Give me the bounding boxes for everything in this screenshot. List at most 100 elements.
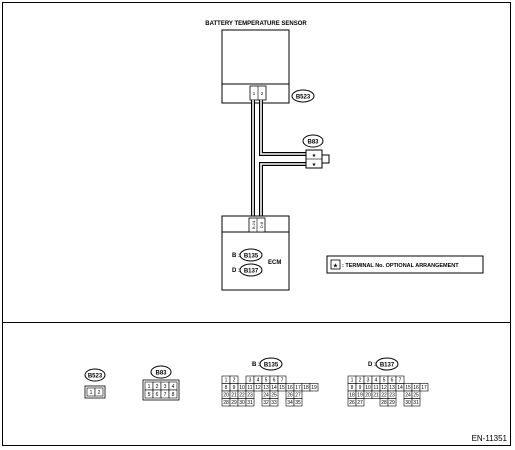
ecm-pin-d8: D:8 [259, 221, 264, 228]
sensor-title: BATTERY TEMPERATURE SENSOR [205, 21, 307, 27]
sensor-connector-badge [291, 89, 315, 103]
terminal-number: 13 [263, 385, 269, 391]
terminal-number: 34 [287, 400, 293, 406]
terminal-number: 28 [381, 400, 387, 406]
view-b137-badge [375, 357, 399, 371]
terminal-number: 16 [287, 385, 293, 391]
terminal-cell [94, 387, 104, 397]
terminal-number: 24 [405, 393, 411, 399]
joint-optional-mark-2: ★ [312, 162, 317, 168]
terminal-number: 12 [255, 385, 261, 391]
terminal-number: 28 [223, 400, 229, 406]
terminal-cell [387, 398, 397, 407]
terminal-number: 30 [405, 400, 411, 406]
terminal-number: 23 [247, 393, 253, 399]
terminal-number: 3 [249, 378, 252, 384]
diagram-frame [2, 2, 511, 446]
legend-box [326, 255, 484, 274]
terminal-number: 3 [367, 378, 370, 384]
terminal-number: 5 [265, 378, 268, 384]
terminal-number: 15 [405, 385, 411, 391]
terminal-number: 1 [351, 378, 354, 384]
terminal-cell [411, 398, 421, 407]
legend-text: : TERMINAL No. OPTIONAL ARRANGEMENT [342, 263, 459, 269]
terminal-cell [419, 383, 429, 392]
terminal-number: 7 [164, 392, 167, 398]
ecm-conn1-badge [239, 248, 263, 262]
terminal-number: 12 [381, 385, 387, 391]
terminal-number: 9 [359, 385, 362, 391]
terminal-number: 8 [225, 385, 228, 391]
ecm-conn2-label: B137 [244, 269, 259, 275]
view-b137-label: B137 [380, 363, 395, 369]
terminal-number: 10 [239, 385, 245, 391]
terminal-cell [168, 389, 178, 399]
view-b523-badge [84, 368, 106, 382]
terminal-number: 31 [413, 400, 419, 406]
terminal-number: 7 [281, 378, 284, 384]
terminal-number: 2 [359, 378, 362, 384]
view-b83-label: B83 [155, 371, 167, 377]
terminal-number: 29 [231, 400, 237, 406]
terminal-number: 32 [263, 400, 269, 406]
sensor-connector-label: B523 [296, 95, 311, 101]
view-b523-housing [84, 385, 106, 399]
terminal-number: 8 [351, 385, 354, 391]
wire-2a-inner [260, 100, 306, 155]
terminal-number: 14 [271, 385, 277, 391]
terminal-number: 2 [98, 390, 101, 396]
terminal-number: 6 [391, 378, 394, 384]
terminal-number: 22 [239, 393, 245, 399]
wire-2b-inner [260, 163, 306, 216]
terminal-number: 26 [349, 400, 355, 406]
terminal-number: 25 [271, 393, 277, 399]
terminal-number: 26 [287, 393, 293, 399]
terminal-number: 9 [233, 385, 236, 391]
terminal-number: 1 [148, 384, 151, 390]
terminal-number: 27 [295, 393, 301, 399]
terminal-cell [293, 398, 303, 407]
sensor-pin-2: 2 [261, 91, 264, 96]
terminal-cell [245, 398, 255, 407]
wire-2a-outer [259, 100, 306, 156]
terminal-number: 18 [303, 385, 309, 391]
terminal-number: 18 [349, 393, 355, 399]
terminal-number: 1 [225, 378, 228, 384]
terminal-number: 22 [381, 393, 387, 399]
terminal-number: 23 [389, 393, 395, 399]
terminal-number: 24 [263, 393, 269, 399]
view-b137-prefix: D : [368, 362, 376, 368]
terminal-number: 4 [172, 384, 175, 390]
joint-connector-label: B83 [307, 140, 319, 146]
section-divider [2, 322, 511, 323]
view-b135-prefix: B : [252, 362, 260, 368]
terminal-number: 4 [375, 378, 378, 384]
joint-optional-mark-1: ★ [312, 153, 317, 159]
view-b135-label: B135 [264, 363, 279, 369]
terminal-number: 6 [156, 392, 159, 398]
terminal-number: 8 [172, 392, 175, 398]
terminal-number: 5 [148, 392, 151, 398]
view-b83-badge [150, 365, 172, 379]
terminal-number: 1 [90, 390, 93, 396]
joint-connector-tab [321, 154, 330, 164]
terminal-number: 19 [357, 393, 363, 399]
terminal-number: 21 [231, 393, 237, 399]
view-b523-label: B523 [88, 374, 103, 380]
terminal-number: 5 [383, 378, 386, 384]
terminal-number: 35 [295, 400, 301, 406]
terminal-number: 3 [164, 384, 167, 390]
ecm-conn1-label: B135 [244, 254, 259, 260]
terminal-number: 11 [373, 385, 378, 391]
view-b83-housing [142, 379, 180, 401]
terminal-number: 13 [389, 385, 395, 391]
terminal-number: 27 [357, 400, 363, 406]
legend-symbol-box [330, 259, 341, 270]
view-b135-badge [259, 357, 283, 371]
terminal-number: 33 [271, 400, 277, 406]
terminal-number: 11 [247, 385, 252, 391]
terminal-cell [355, 398, 365, 407]
terminal-number: 16 [413, 385, 419, 391]
